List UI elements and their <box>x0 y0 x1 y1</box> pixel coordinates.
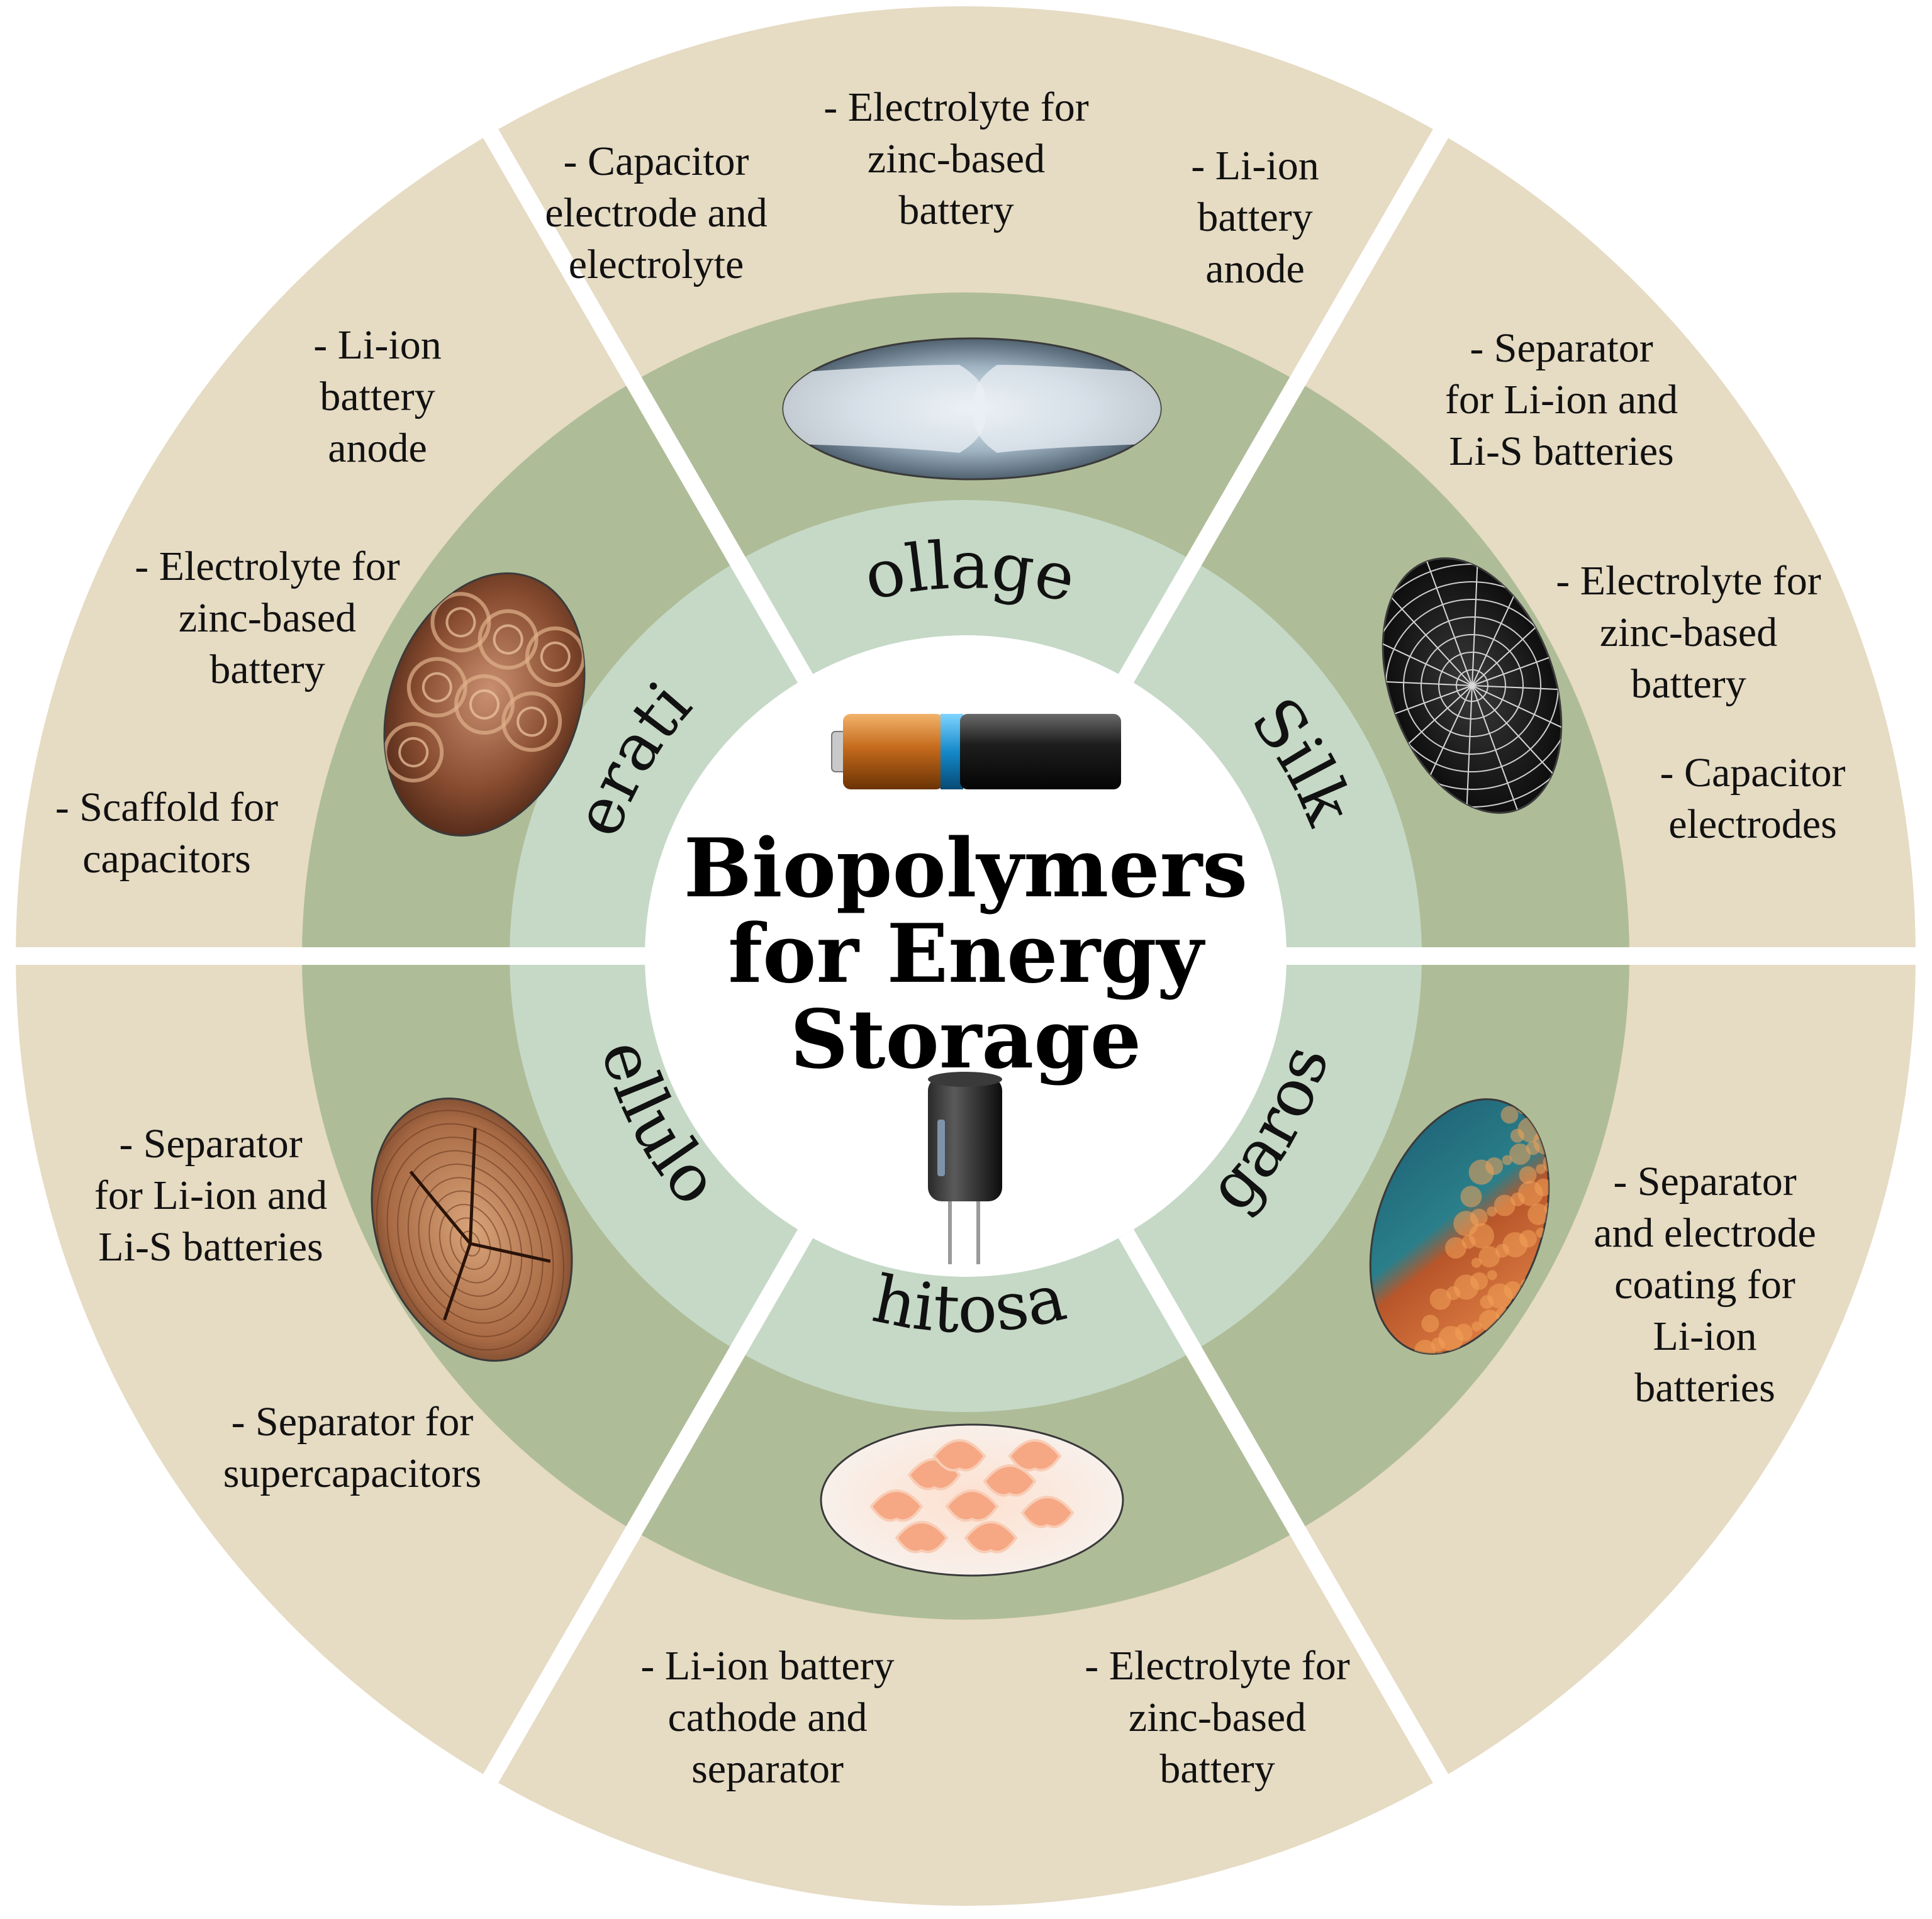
segment-divider <box>476 1229 813 1794</box>
x-ray-knee-joint-image <box>782 337 1162 481</box>
curly-hair-image <box>383 572 586 837</box>
center-disk <box>645 635 1287 1277</box>
shrimp-image <box>820 1423 1124 1577</box>
battery-icon <box>831 714 1121 789</box>
segment-divider <box>476 118 813 683</box>
segment-pictures <box>355 337 1594 1577</box>
capacitor-icon <box>928 1072 1002 1264</box>
wood-cross-section-image <box>355 1096 586 1389</box>
segment-dividers <box>3 118 1928 1794</box>
segment-divider <box>1118 118 1455 683</box>
segment-divider <box>1118 1229 1455 1794</box>
